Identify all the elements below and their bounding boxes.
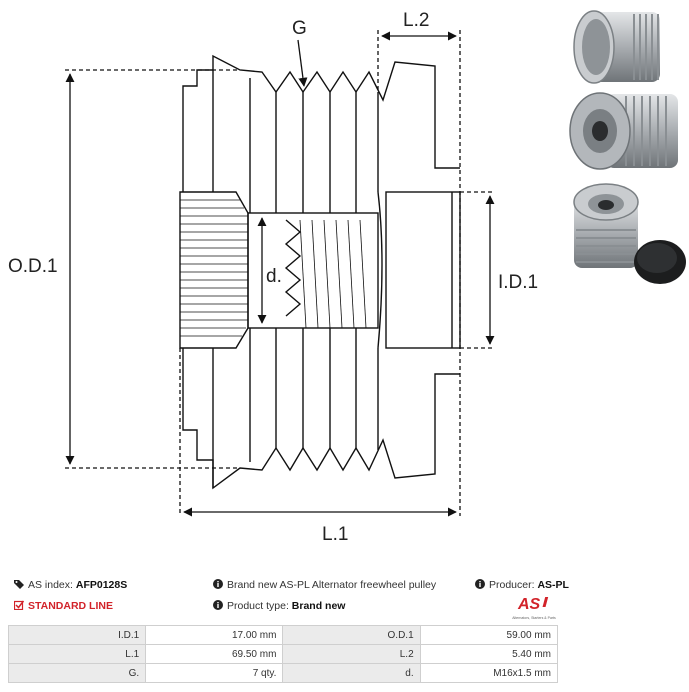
spec-value: 69.50 mm	[145, 644, 284, 664]
producer-value: AS-PL	[537, 579, 569, 591]
spec-label: G.	[7, 663, 147, 683]
product-photo-front	[569, 92, 678, 170]
spec-value: 5.40 mm	[419, 644, 559, 664]
table-row: G.7 qty.d.M16x1.5 mm	[7, 663, 559, 683]
standard-line: STANDARD LINE	[14, 600, 113, 612]
as-index-value: AFP0128S	[75, 579, 128, 591]
spec-label: I.D.1	[7, 625, 147, 645]
bore	[247, 212, 379, 329]
brand-logo: AS Alternators, Starters & Parts	[506, 594, 562, 620]
spec-value: 7 qty.	[145, 663, 284, 683]
description: Brand new AS-PL Alternator freewheel pul…	[213, 579, 436, 591]
label-g: G	[292, 18, 307, 39]
product-type-value: Brand new	[291, 600, 346, 612]
product-photo-side	[573, 10, 660, 84]
label-d: d.	[266, 266, 282, 287]
spec-value: 17.00 mm	[145, 625, 284, 645]
pulley-outline-bottom	[182, 348, 460, 490]
spec-label: L.2	[282, 644, 421, 664]
info-icon	[475, 579, 485, 589]
g-leader-line	[297, 39, 308, 87]
as-logo-mark: AS	[517, 596, 549, 613]
label-od1: O.D.1	[8, 256, 58, 277]
spec-label: d.	[282, 663, 421, 683]
as-index: AS index: AFP0128S	[14, 579, 127, 591]
end-cap	[385, 191, 461, 349]
spec-value: M16x1.5 mm	[419, 663, 559, 683]
info-icon	[213, 600, 223, 610]
technical-drawing: G L.2 O.D.1 I.D.1 d. L.1	[8, 10, 538, 545]
spline-hub	[179, 191, 249, 349]
tag-icon	[14, 580, 24, 589]
info-icon	[213, 579, 223, 589]
pulley-outline-top	[182, 54, 460, 192]
producer: Producer: AS-PL	[475, 579, 569, 591]
spec-value: 59.00 mm	[419, 625, 559, 645]
spec-label: L.1	[7, 644, 147, 664]
label-l2: L.2	[403, 10, 429, 31]
product-type: Product type: Brand new	[213, 600, 345, 612]
label-id1: I.D.1	[498, 272, 538, 293]
svg-text:AS: AS	[517, 596, 541, 612]
checkbox-icon	[14, 600, 24, 610]
product-photo-with-cap	[573, 183, 686, 284]
label-l1: L.1	[322, 524, 348, 545]
brand-tagline: Alternators, Starters & Parts	[512, 616, 556, 620]
spec-label: O.D.1	[282, 625, 421, 645]
